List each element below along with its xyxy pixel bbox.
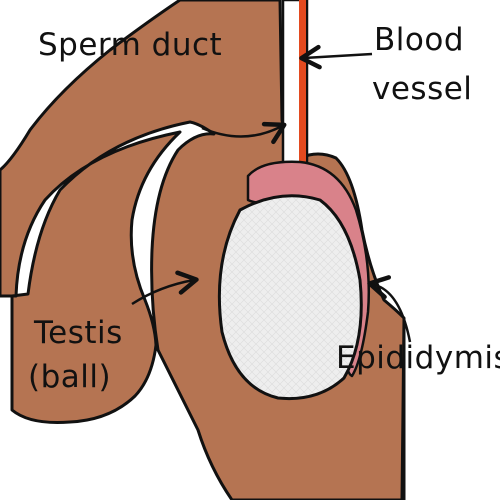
upper-body-outline [0, 0, 181, 172]
label-epididymis: Epididymis [336, 340, 500, 376]
label-blood-vessel-line2: vessel [372, 71, 473, 107]
arrow-icon [299, 44, 373, 70]
label-blood-vessel-line1: Blood [374, 22, 464, 58]
testis-shape [217, 194, 363, 401]
label-sperm-duct: Sperm duct [38, 27, 223, 63]
arrow-icon [367, 275, 412, 343]
arrow-icon [131, 270, 199, 306]
label-testis-line1: Testis [34, 315, 123, 351]
blood-vessel [299, 0, 306, 172]
upper-body-skin [0, 0, 180, 170]
arrow-icon [201, 121, 287, 145]
label-testis-line2: (ball) [28, 359, 112, 395]
